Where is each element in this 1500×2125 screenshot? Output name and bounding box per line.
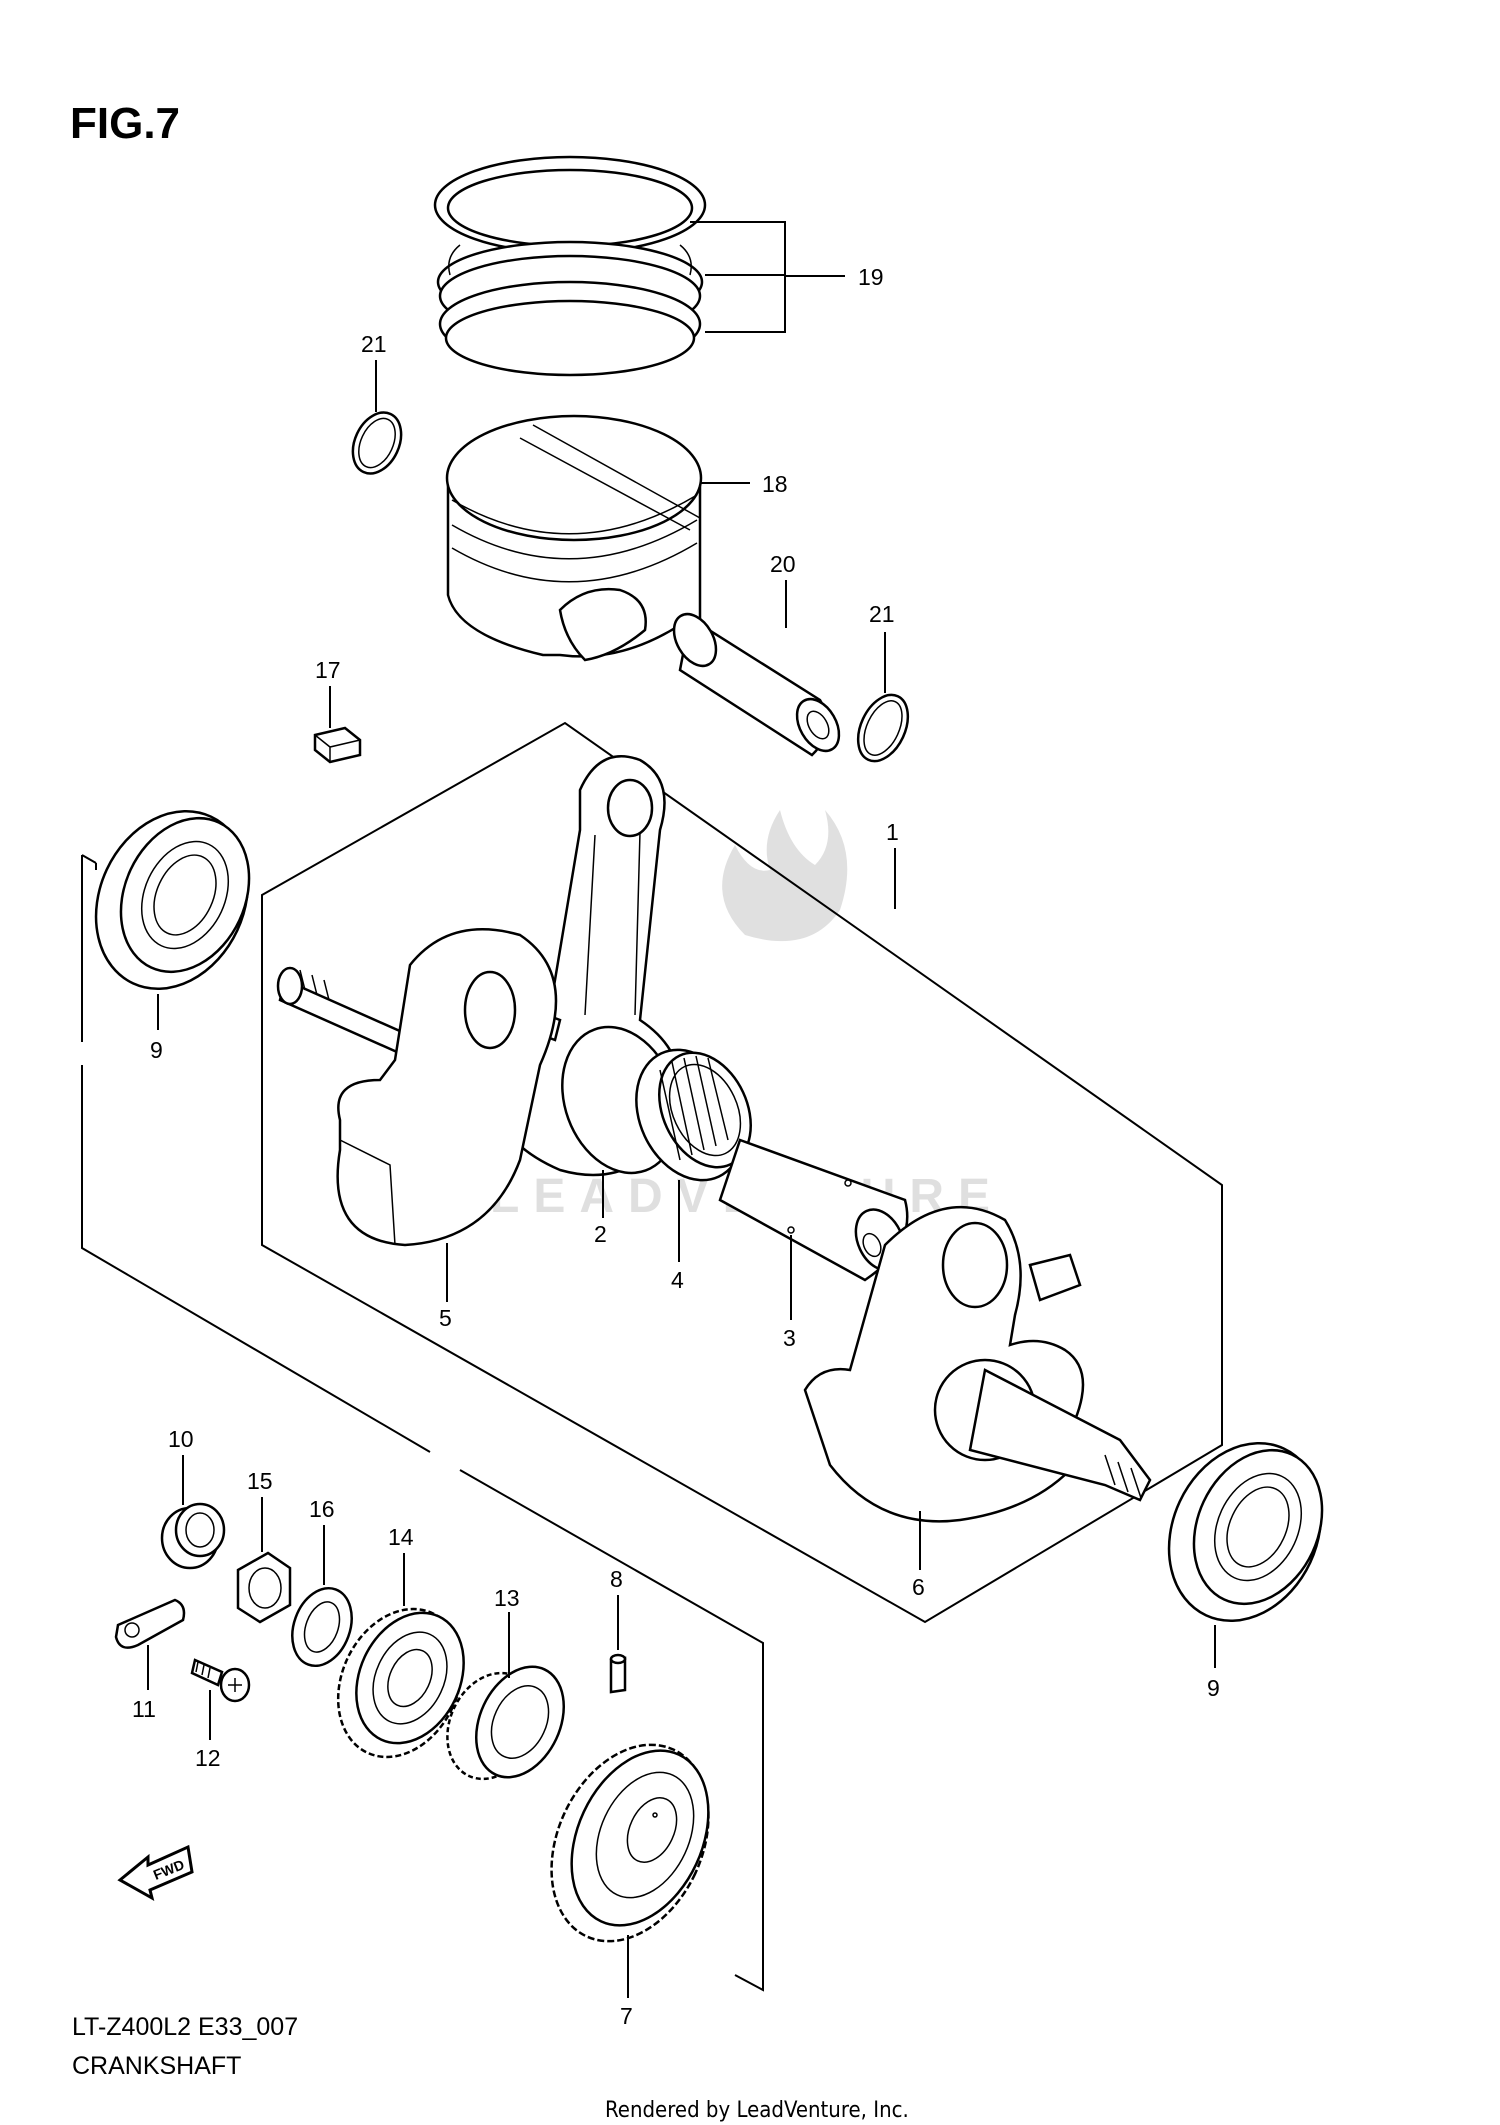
- crankshaft-bearing-left[interactable]: [68, 786, 276, 1014]
- callout-4: 4: [671, 1267, 684, 1293]
- seal-10[interactable]: [160, 1502, 226, 1570]
- callout-11: 11: [132, 1696, 156, 1722]
- callout-16: 16: [309, 1496, 335, 1522]
- crankshaft-left[interactable]: [276, 928, 562, 1247]
- callout-21-right: 21: [869, 601, 895, 627]
- crankshaft-bearing-right[interactable]: [1141, 1418, 1349, 1646]
- gear-7[interactable]: [521, 1719, 739, 1967]
- crankshaft-right[interactable]: [803, 1205, 1152, 1523]
- callout-9-right: 9: [1207, 1675, 1220, 1701]
- piston-pin-circlip-left[interactable]: [344, 405, 411, 482]
- callout-8: 8: [610, 1566, 623, 1592]
- callout-3: 3: [783, 1325, 796, 1351]
- figure-title: FIG.7: [70, 99, 180, 148]
- piston-rings[interactable]: [433, 155, 707, 377]
- woodruff-key[interactable]: [313, 726, 362, 764]
- crankshaft-nut[interactable]: [236, 1551, 292, 1624]
- model-code: LT-Z400L2 E33_007: [72, 2013, 298, 2041]
- callout-leader-19: [690, 221, 845, 333]
- gear-13[interactable]: [431, 1653, 581, 1794]
- footer-credit: Rendered by LeadVenture, Inc.: [605, 2098, 909, 2123]
- callout-15: 15: [247, 1468, 273, 1494]
- retainer-plate[interactable]: [114, 1598, 186, 1649]
- callout-20: 20: [770, 551, 796, 577]
- callout-12: 12: [195, 1745, 221, 1771]
- callout-10: 10: [168, 1426, 194, 1452]
- callout-6: 6: [912, 1574, 925, 1600]
- callout-2: 2: [594, 1221, 607, 1247]
- piston-pin-circlip-right[interactable]: [848, 687, 917, 769]
- crankshaft-assembly-outline: [261, 721, 1223, 1624]
- dowel-pin-8[interactable]: [609, 1653, 627, 1694]
- gear-14[interactable]: [315, 1589, 485, 1778]
- callout-14: 14: [388, 1524, 414, 1550]
- callout-7: 7: [620, 2003, 633, 2029]
- callout-21-left: 21: [361, 331, 387, 357]
- callout-18: 18: [762, 471, 788, 497]
- piston[interactable]: [445, 414, 703, 662]
- callout-5: 5: [439, 1305, 452, 1331]
- crankpin-needle-bearing[interactable]: [616, 1032, 768, 1198]
- piston-pin[interactable]: [665, 607, 847, 758]
- screw-12[interactable]: [190, 1658, 251, 1703]
- callout-13: 13: [494, 1585, 520, 1611]
- callout-17: 17: [315, 657, 341, 683]
- callout-19: 19: [858, 264, 884, 290]
- callout-1: 1: [886, 819, 899, 845]
- fwd-arrow-icon: FWD: [117, 1844, 194, 1902]
- washer-16[interactable]: [282, 1580, 362, 1674]
- section-name: CRANKSHAFT: [72, 2052, 241, 2080]
- callout-9-left: 9: [150, 1037, 163, 1063]
